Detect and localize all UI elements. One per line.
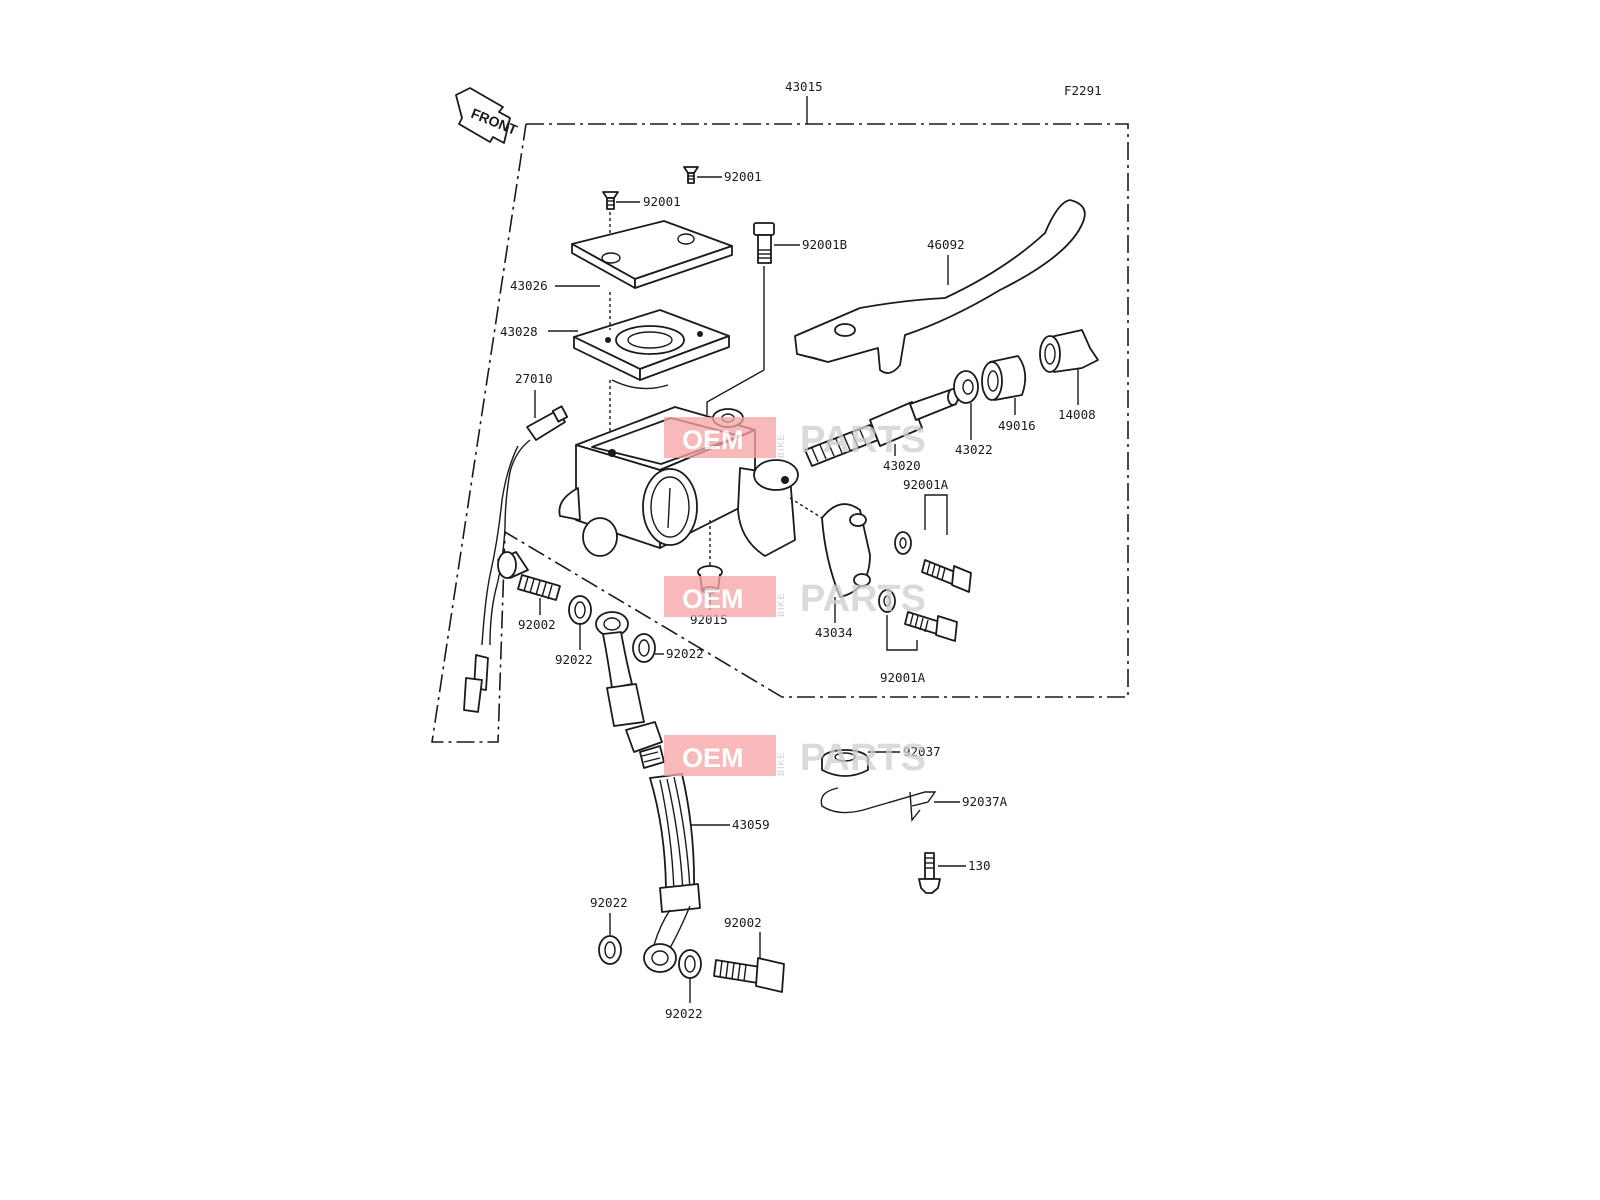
callout-92001a-bottom: 92001A	[880, 670, 926, 685]
callout-46092: 46092	[927, 237, 965, 252]
callout-43059: 43059	[732, 817, 770, 832]
callout-92022-c: 92022	[590, 895, 628, 910]
washer-92022-b	[632, 633, 656, 663]
watermark-3: OEM BIKE PARTS	[664, 735, 926, 779]
svg-text:OEM: OEM	[682, 425, 744, 455]
callout-92002-lower: 92002	[724, 915, 762, 930]
callout-43022: 43022	[955, 442, 993, 457]
switch-27010	[463, 405, 569, 713]
svg-text:BIKE: BIKE	[776, 433, 786, 458]
callout-92001-top: 92001	[724, 169, 762, 184]
clamp-43034	[821, 503, 871, 598]
washer-92001a-upper	[894, 531, 912, 555]
callout-49016: 49016	[998, 418, 1036, 433]
watermark-2: OEM BIKE PARTS	[664, 576, 926, 620]
banjo-bolt-92002-upper	[497, 551, 561, 601]
callout-92022-b: 92022	[666, 646, 704, 661]
callout-92037a: 92037A	[962, 794, 1008, 809]
washer-92022-d	[678, 949, 702, 979]
bolt-130	[918, 852, 941, 894]
bolt-92001a-upper	[921, 559, 972, 593]
callout-92022-d: 92022	[665, 1006, 703, 1021]
washer-92022-a	[568, 595, 592, 625]
svg-text:PARTS: PARTS	[800, 737, 926, 779]
clip-92037a	[820, 787, 937, 822]
svg-text:OEM: OEM	[682, 743, 744, 773]
piston-43020	[804, 388, 959, 467]
callout-14008: 14008	[1058, 407, 1096, 422]
bolt-92001a-lower	[904, 611, 958, 642]
cover-14008	[1039, 329, 1099, 373]
washer-92022-c	[598, 935, 622, 965]
lever-46092	[794, 199, 1086, 374]
callout-92001a-top: 92001A	[903, 477, 949, 492]
callout-92002-upper: 92002	[518, 617, 556, 632]
callout-92001-mid: 92001	[643, 194, 681, 209]
diaphragm-43028	[573, 309, 730, 390]
callout-92037: 92037	[903, 744, 941, 759]
callout-43028: 43028	[500, 324, 538, 339]
figure-code: F2291	[1064, 83, 1102, 98]
bolt-92001b	[706, 222, 775, 415]
callout-43034: 43034	[815, 625, 853, 640]
front-arrow-icon: FRONT	[455, 87, 520, 144]
callout-130: 130	[968, 858, 991, 873]
svg-text:PARTS: PARTS	[800, 419, 926, 461]
callout-92001b: 92001B	[802, 237, 847, 252]
svg-text:BIKE: BIKE	[776, 592, 786, 617]
watermark-1: OEM BIKE PARTS	[664, 417, 926, 461]
svg-text:PARTS: PARTS	[800, 578, 926, 620]
callout-92022-a: 92022	[555, 652, 593, 667]
callout-43026: 43026	[510, 278, 548, 293]
reservoir-cap-43026	[571, 220, 733, 289]
svg-text:BIKE: BIKE	[776, 751, 786, 776]
screw-92001-mid	[602, 191, 619, 210]
assembly-boundary	[431, 123, 1129, 743]
callout-43020: 43020	[883, 458, 921, 473]
boot-49016	[981, 355, 1027, 401]
callout-43015: 43015	[785, 79, 823, 94]
brake-hose-43059	[595, 611, 701, 973]
callout-27010: 27010	[515, 371, 553, 386]
washer-92001a-lower	[878, 589, 896, 613]
banjo-bolt-92002-lower	[713, 957, 785, 993]
svg-text:OEM: OEM	[682, 584, 744, 614]
grommet-92037	[821, 749, 869, 777]
screw-92001-top	[683, 166, 699, 184]
washer-43022	[953, 370, 979, 404]
